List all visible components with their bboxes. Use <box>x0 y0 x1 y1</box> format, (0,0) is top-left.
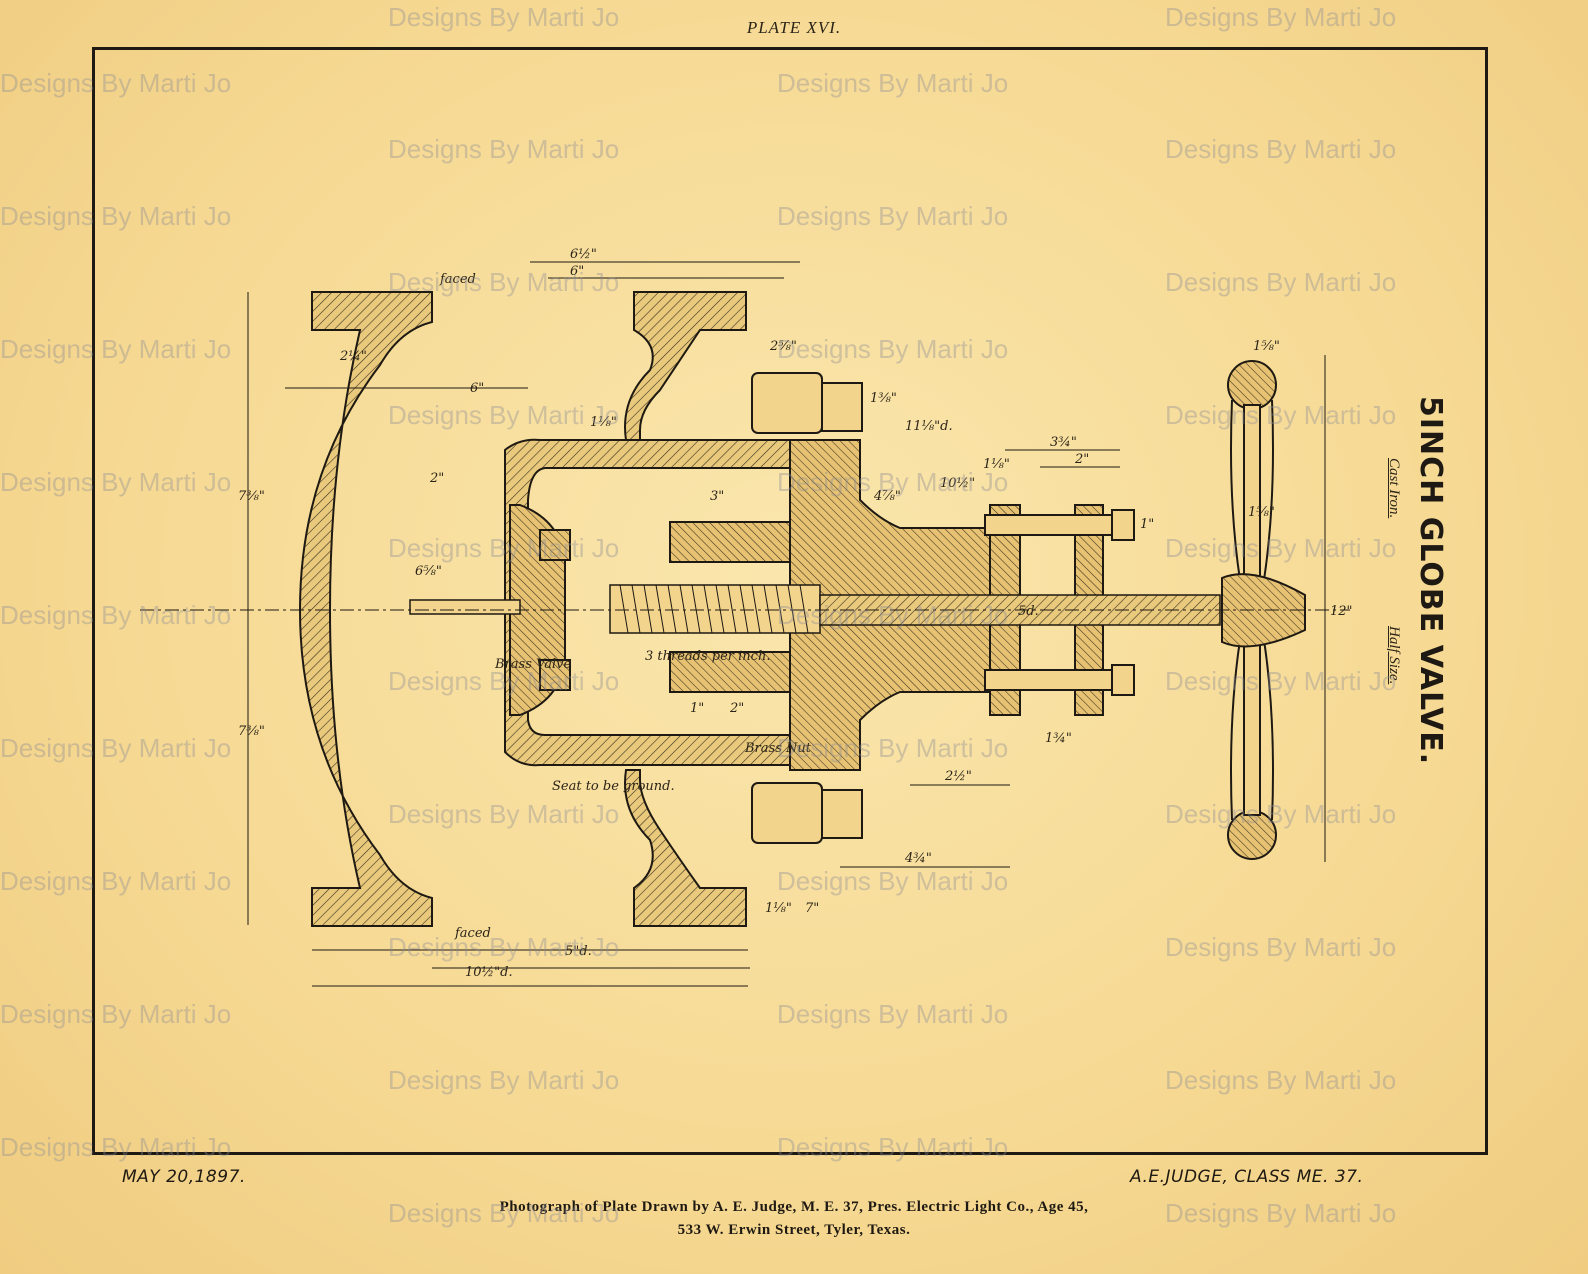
dim-label: 1⅝" <box>1253 339 1280 354</box>
dim-label: 2" <box>429 471 444 486</box>
caption-line-2: 533 W. Erwin Street, Tyler, Texas. <box>677 1222 911 1238</box>
dim-label: 1⅝" <box>1248 505 1275 520</box>
plate-date: MAY 20,1897. <box>122 1167 246 1187</box>
dim-label: faced <box>454 926 491 941</box>
dim-label: 6½" <box>570 247 597 262</box>
dim-label: 7⅜" <box>238 489 265 504</box>
disc <box>509 504 571 716</box>
valve-body <box>298 291 791 927</box>
dim-label: 2½" <box>944 769 972 784</box>
dim-label: 3¾" <box>1050 435 1077 450</box>
plate-number: PLATE XVI. <box>746 18 842 37</box>
dim-label: 1⅛" <box>983 457 1010 472</box>
plate-author: A.E.JUDGE, CLASS ME. 37. <box>1130 1167 1364 1187</box>
stem-threads <box>619 584 809 634</box>
plate-title-block: 5INCH GLOBE VALVE. <box>1408 396 1448 816</box>
dim-label: 4⅞" <box>873 489 901 504</box>
dim-label: 1" <box>1140 517 1154 532</box>
dim-label: 10½"d. <box>465 965 513 980</box>
dim-label: 2¼" <box>339 349 367 364</box>
dim-label: 1¾" <box>1045 731 1072 746</box>
dim-label: 1⅛" <box>765 901 792 916</box>
dim-label: Brass Nut <box>744 741 812 756</box>
dim-label: 11⅛"d. <box>905 419 953 434</box>
dim-label: 1" <box>690 701 704 716</box>
dim-label: 2" <box>729 701 744 716</box>
dim-label: Brass Valve <box>494 657 571 672</box>
dim-label: 6" <box>570 264 584 279</box>
plate-scale: Half Size. <box>1386 626 1402 685</box>
dim-label: 12" <box>1330 604 1353 619</box>
dim-label: 2⅝" <box>769 339 797 354</box>
dimension-lines <box>140 261 1350 987</box>
bolts <box>751 372 1135 844</box>
plate-title: 5INCH GLOBE VALVE. <box>1413 396 1448 766</box>
dim-label: 4¾" <box>904 851 932 866</box>
dim-label: 6⅝" <box>415 564 442 579</box>
dim-label: 5d. <box>1018 604 1039 619</box>
dim-label: 6" <box>470 381 484 396</box>
dim-label: faced <box>439 272 476 287</box>
dim-label: 1⅜" <box>870 391 897 406</box>
caption-line-1: Photograph of Plate Drawn by A. E. Judge… <box>499 1199 1089 1215</box>
drawing-frame <box>92 47 1488 1155</box>
dim-label: 10½" <box>940 476 975 491</box>
dim-label: 2" <box>1074 452 1089 467</box>
dim-label: 3" <box>710 489 724 504</box>
dim-label: 7" <box>805 901 819 916</box>
dim-label: Seat to be ground. <box>552 779 675 794</box>
dim-label: 3 threads per inch. <box>645 649 770 664</box>
dim-label: 1⅛" <box>590 415 617 430</box>
dimension-labels: 6½" 6" faced 2¼" 6" 1⅛" 2" 3" 6⅝" 7⅜" 7⅜… <box>238 247 1353 980</box>
plate-material: Cast Iron. <box>1386 458 1402 519</box>
dim-label: 7⅜" <box>238 724 265 739</box>
dim-label: 5"d. <box>565 944 592 959</box>
